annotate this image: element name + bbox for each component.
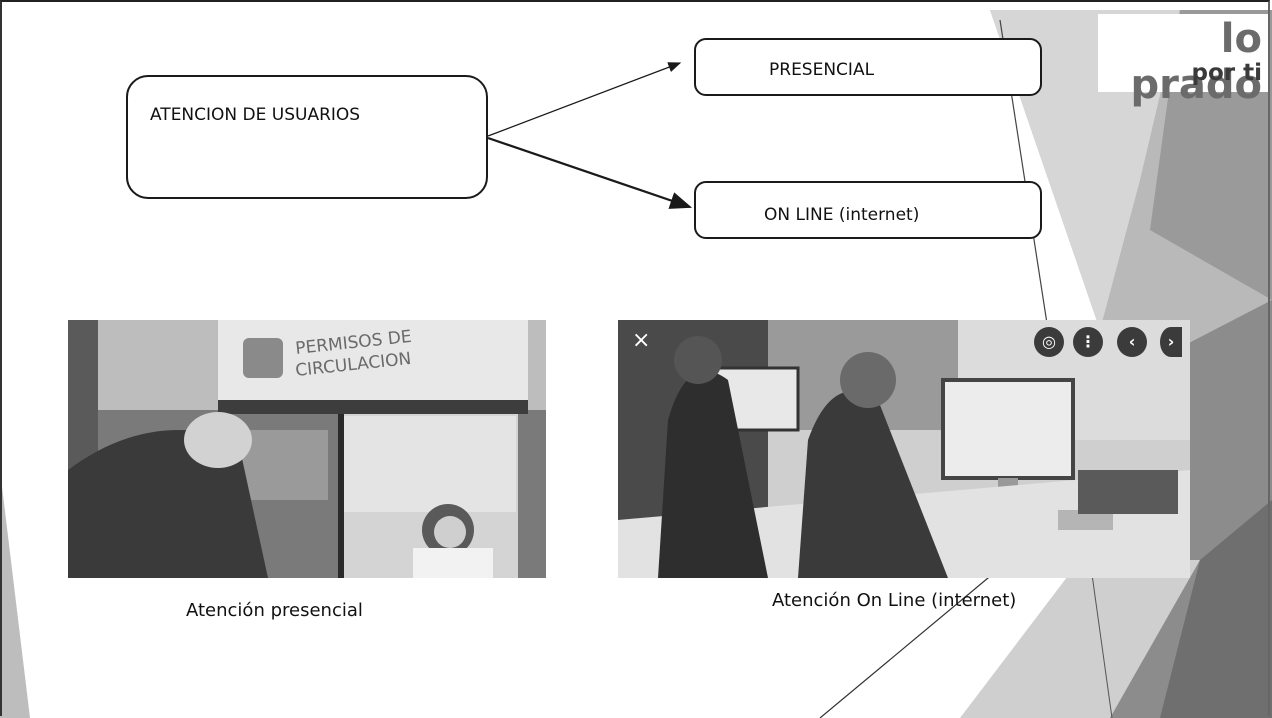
arrow-to-online [487, 136, 693, 209]
viewer-close-icon[interactable]: × [632, 328, 651, 353]
root-node-label: ATENCION DE USUARIOS [150, 105, 361, 125]
photo-online-art [618, 320, 1190, 578]
caption-online: Atención On Line (internet) [772, 590, 1017, 611]
lo-prado-logo: lo prado por ti [1098, 14, 1268, 108]
photo-presencial: PERMISOS DE CIRCULACION [68, 320, 546, 578]
logo-line2: por ti [1191, 60, 1263, 86]
more-options-icon[interactable]: ⋮ [1073, 327, 1103, 357]
lens-icon[interactable]: ◎ [1034, 327, 1064, 357]
presencial-node-box: PRESENCIAL [694, 38, 1042, 96]
logo-line1: lo prado [1130, 16, 1262, 108]
root-node-box: ATENCION DE USUARIOS [126, 75, 488, 199]
photo-presencial-art: PERMISOS DE CIRCULACION [68, 320, 546, 578]
previous-image-icon[interactable]: ‹ [1117, 327, 1147, 357]
arrow-to-presencial [487, 62, 682, 137]
online-node-label: ON LINE (internet) [764, 205, 920, 225]
caption-presencial: Atención presencial [186, 600, 363, 621]
photo-online [618, 320, 1190, 578]
online-node-box: ON LINE (internet) [694, 181, 1042, 239]
presencial-node-label: PRESENCIAL [769, 60, 875, 80]
next-image-icon[interactable]: › [1160, 327, 1182, 357]
